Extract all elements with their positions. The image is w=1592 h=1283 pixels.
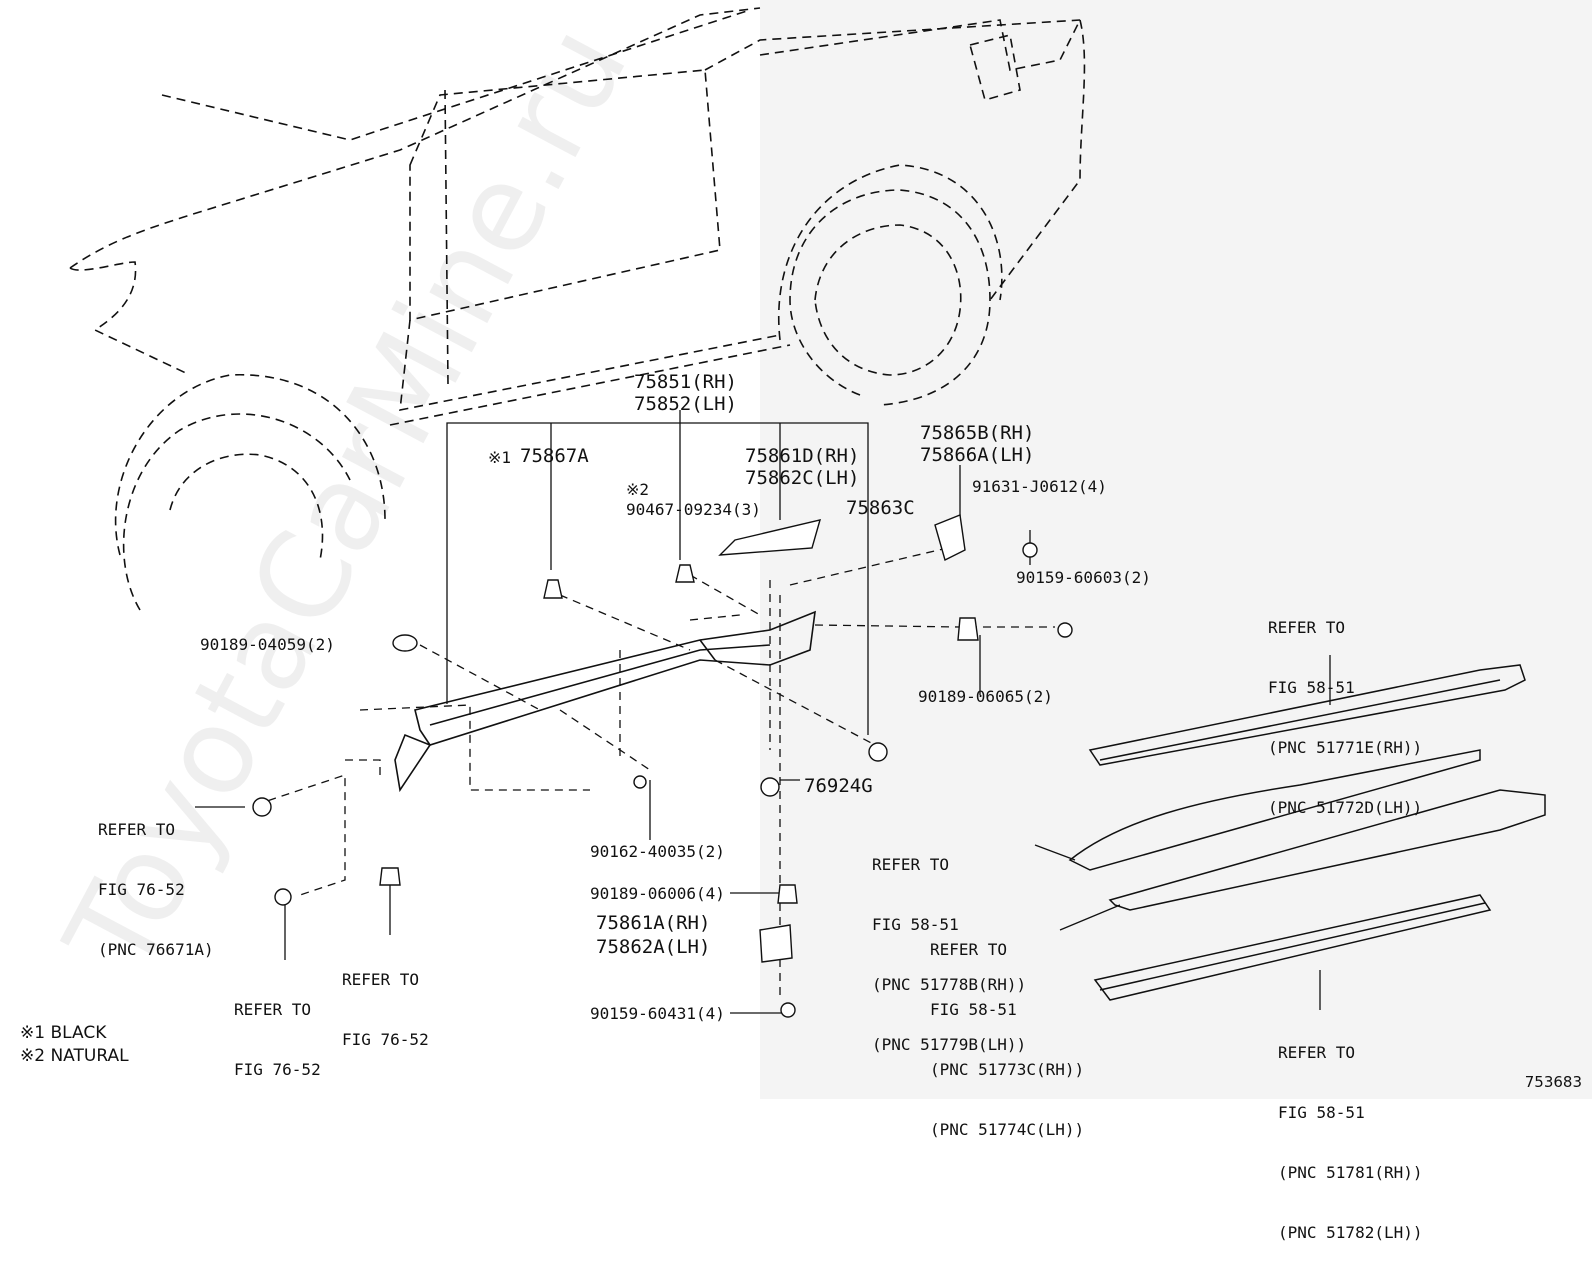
clip-fig-76-52-a: [274, 888, 292, 906]
ref-line: REFER TO: [98, 820, 176, 839]
ref-line: FIG 58-51: [1278, 1103, 1365, 1122]
ref-line: REFER TO: [342, 970, 420, 989]
label-90159-60431: 90159-60431(4): [590, 1004, 725, 1023]
label-90189-06065: 90189-06065(2): [918, 687, 1053, 706]
clip-fig-76-52-b: [379, 867, 401, 886]
label-76924g: 76924G: [804, 775, 873, 797]
legend-notes: ※1 BLACK ※2 NATURAL: [20, 1022, 129, 1068]
clip-90189-06065: [957, 617, 979, 641]
vehicle-body-outline: [69, 7, 1086, 611]
bolt-90159-60603: [1057, 622, 1073, 638]
ref-76-52-b: REFER TO FIG 76-52: [342, 930, 429, 1090]
clip-76924g-a: [868, 742, 888, 762]
ref-51781: REFER TO FIG 58-51 (PNC 51781(RH)) (PNC …: [1278, 1003, 1423, 1283]
ref-76-52-a: REFER TO FIG 76-52: [234, 960, 321, 1120]
label-90189-04059: 90189-04059(2): [200, 635, 335, 654]
ref-51771e: REFER TO FIG 58-51 (PNC 51771E(RH)) (PNC…: [1268, 578, 1422, 858]
label-75862a: 75862A(LH): [596, 936, 711, 958]
ref-line: FIG 58-51: [930, 1000, 1017, 1019]
ref-line: (PNC 51771E(RH)): [1268, 738, 1423, 757]
ref-line: REFER TO: [930, 940, 1008, 959]
clip-90189-06006: [777, 884, 798, 904]
ref-51773c: REFER TO FIG 58-51 (PNC 51773C(RH)) (PNC…: [930, 900, 1084, 1180]
label-75851: 75851(RH): [634, 371, 737, 393]
clip-pnc-76671a: [252, 797, 272, 817]
ref-line: (PNC 51778B(RH)): [872, 975, 1027, 994]
seal-75861a: [759, 924, 793, 963]
label-90189-06006: 90189-06006(4): [590, 884, 725, 903]
label-75852: 75852(LH): [634, 393, 737, 415]
bolt-90159-60431: [780, 1002, 796, 1018]
ref-76671a: REFER TO FIG 76-52 (PNC 76671A): [98, 780, 214, 1000]
callout-frame-75851: [446, 410, 869, 735]
reference-leader-lines: [195, 465, 1331, 1014]
label-90467-09234: 90467-09234(3): [626, 500, 761, 519]
ref-line: FIG 76-52: [98, 880, 185, 899]
bracket-75865b: [934, 514, 966, 562]
ref-line: (PNC 51773C(RH)): [930, 1060, 1085, 1079]
plug-90189-04059: [392, 634, 418, 652]
ref-line: REFER TO: [1278, 1043, 1356, 1062]
parts-diagram: ToyotaCarMine.ru: [20, 0, 1592, 1242]
ref-line: REFER TO: [1268, 618, 1346, 637]
note-mark-1: ※1: [488, 448, 512, 467]
label-91631-j0612: 91631-J0612(4): [972, 477, 1107, 496]
rocker-molding-part: [394, 610, 816, 793]
ref-line: (PNC 51779B(LH)): [872, 1035, 1027, 1054]
legend-note-black: ※1 BLACK: [20, 1023, 107, 1043]
ref-line: (PNC 51772D(LH)): [1268, 798, 1423, 817]
label-90159-60603: 90159-60603(2): [1016, 568, 1151, 587]
ref-line: (PNC 51782(LH)): [1278, 1223, 1423, 1242]
label-75861a: 75861A(RH): [596, 912, 711, 934]
bolt-91631: [1022, 542, 1038, 558]
clip-76924g-b: [760, 777, 780, 797]
clip-90467: [675, 564, 695, 583]
note-mark-2: ※2: [626, 480, 650, 499]
label-75867a: 75867A: [520, 445, 589, 467]
ref-line: FIG 58-51: [872, 915, 959, 934]
ref-line: REFER TO: [234, 1000, 312, 1019]
legend-note-natural: ※2 NATURAL: [20, 1046, 129, 1066]
shaded-panel: [760, 0, 1592, 1099]
label-90162-40035: 90162-40035(2): [590, 842, 725, 861]
label-75862c: 75862C(LH): [745, 467, 860, 489]
ref-line: REFER TO: [872, 855, 950, 874]
ref-line: (PNC 76671A): [98, 940, 214, 959]
ref-line: (PNC 51781(RH)): [1278, 1163, 1423, 1182]
ref-line: FIG 76-52: [342, 1030, 429, 1049]
ref-line: FIG 76-52: [234, 1060, 321, 1079]
label-75865b: 75865B(RH): [920, 422, 1035, 444]
label-75866a: 75866A(LH): [920, 444, 1035, 466]
label-75863c: 75863C: [846, 497, 915, 519]
ref-51778b: REFER TO FIG 58-51 (PNC 51778B(RH)) (PNC…: [872, 815, 1026, 1095]
cover-75861d: [718, 519, 822, 556]
ref-line: FIG 58-51: [1268, 678, 1355, 697]
vehicle-outline-drawing: [69, 7, 1546, 1018]
figure-number: 753683: [1524, 1073, 1582, 1091]
fastener-symbols: [252, 514, 1073, 1018]
rocker-moldings-right: [1068, 664, 1546, 1001]
ref-line: (PNC 51774C(LH)): [930, 1120, 1085, 1139]
clip-75867a: [543, 579, 563, 599]
screw-90162: [633, 775, 647, 789]
label-75861d: 75861D(RH): [745, 445, 860, 467]
